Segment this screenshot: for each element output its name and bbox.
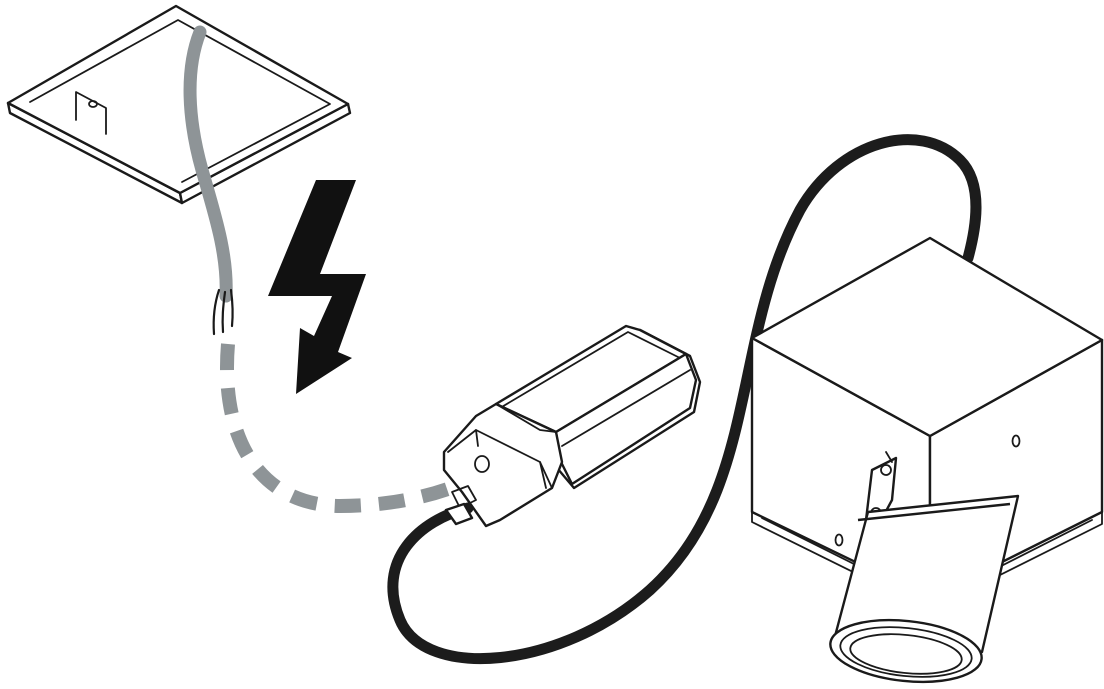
power-driver-icon — [442, 324, 702, 528]
lightning-bolt-icon — [268, 180, 366, 394]
mains-cable — [183, 25, 234, 336]
cube-spotlight-icon — [750, 236, 1104, 684]
driver-cable — [387, 134, 982, 665]
dashed-connection-icon — [220, 343, 459, 514]
spot-cylinder — [829, 494, 1020, 684]
exposed-wires-icon — [212, 288, 234, 336]
ceiling-junction-box-icon — [6, 4, 352, 205]
